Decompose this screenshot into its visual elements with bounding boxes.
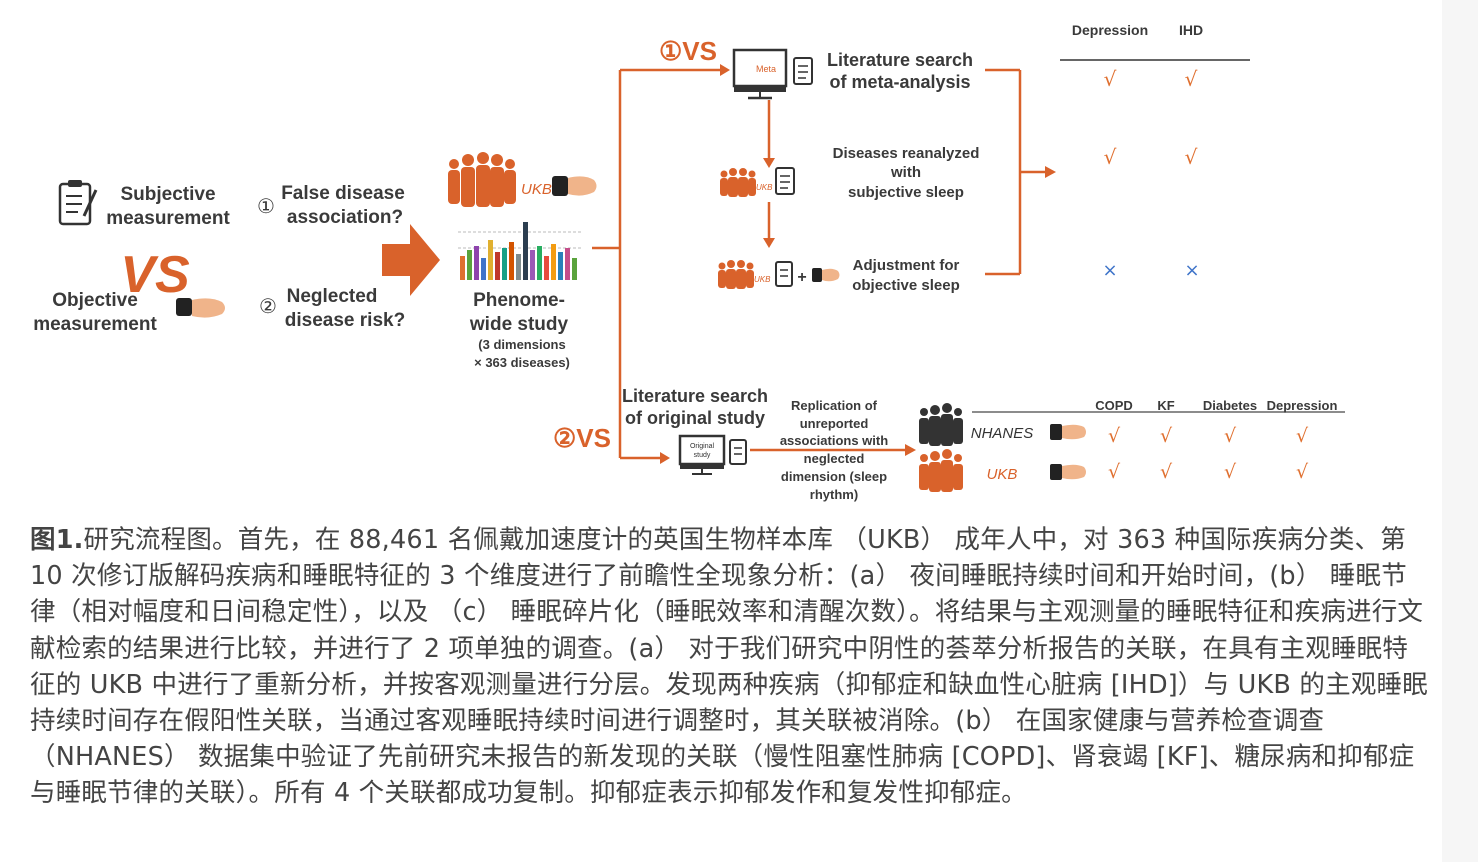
t2-header-copd: COPD <box>1095 398 1133 413</box>
study-flow-diagram: Subjective measurement VS Objective meas… <box>33 22 1345 502</box>
scrollbar-track[interactable] <box>1442 0 1478 862</box>
replication-5: dimension (sleep <box>781 469 887 484</box>
figure-caption: 图1.研究流程图。首先，在 88,461 名佩戴加速度计的英国生物样本库 （UK… <box>30 522 1430 812</box>
q1-text-2: association? <box>287 207 403 228</box>
computer-icon <box>678 434 726 475</box>
t2-header-diabetes: Diabetes <box>1203 398 1257 413</box>
objective-label-1: Objective <box>52 290 138 311</box>
clipboard-icon <box>58 180 98 226</box>
wristwatch-icon <box>812 268 840 282</box>
wristwatch-icon <box>176 298 225 318</box>
phenome-sub-1: (3 dimensions <box>478 337 565 352</box>
t1-header-ihd: IHD <box>1179 22 1203 38</box>
caption-label: 图1. <box>30 525 84 555</box>
replication-3: associations with <box>780 433 888 448</box>
branch1-lit-1: Literature search <box>827 50 973 70</box>
q1-number: ① <box>257 196 275 218</box>
phenome-title-1: Phenome- <box>473 290 565 311</box>
replication-2: unreported <box>800 416 869 431</box>
t1-cell: √ <box>1185 145 1198 169</box>
computer-icon <box>732 48 788 100</box>
t2-cell: √ <box>1296 425 1309 447</box>
t2-cell: √ <box>1296 461 1309 483</box>
replication-4: neglected <box>804 451 865 466</box>
clipboard-icon <box>775 261 793 287</box>
orig-tag-1: Original <box>690 443 715 450</box>
phenome-sub-2: × 363 diseases) <box>474 355 570 370</box>
replication-6: rhythm) <box>810 487 858 502</box>
manhattan-plot-icon <box>458 222 582 280</box>
branch1-marker: ①VS <box>659 36 717 66</box>
clipboard-icon <box>793 57 813 85</box>
reanalyzed-1: Diseases reanalyzed <box>833 145 980 162</box>
phenome-title-2: wide study <box>469 314 569 335</box>
t1-cell: √ <box>1185 67 1198 91</box>
subjective-label-1: Subjective <box>120 184 215 205</box>
people-group-icon <box>919 403 963 446</box>
people-group-icon <box>720 168 756 197</box>
branch-connectors <box>592 68 720 460</box>
branch2-lit-2: of original study <box>625 408 765 428</box>
q2-number: ② <box>259 296 277 318</box>
branch2-lit-1: Literature search <box>622 386 768 406</box>
q2-text-1: Neglected <box>287 286 378 307</box>
caption-text: 研究流程图。首先，在 88,461 名佩戴加速度计的英国生物样本库 （UKB） … <box>30 525 1428 809</box>
t2-cell: √ <box>1160 425 1173 447</box>
t2-cell: √ <box>1224 425 1237 447</box>
wristwatch-icon <box>552 176 597 196</box>
subjective-label-2: measurement <box>106 208 230 229</box>
people-group-icon <box>448 152 516 207</box>
adjust-1: Adjustment for <box>853 257 960 274</box>
t1-cell: √ <box>1104 145 1117 169</box>
reanalyzed-3: subjective sleep <box>848 184 964 201</box>
t1-cell: × <box>1102 260 1117 281</box>
plus-sign: + <box>797 269 806 286</box>
t2-cell: √ <box>1160 461 1173 483</box>
t2-cell: √ <box>1108 425 1121 447</box>
ukb-small-label: UKB <box>756 183 773 192</box>
q2-text-2: disease risk? <box>285 310 405 331</box>
t2-cell: √ <box>1108 461 1121 483</box>
ukb-label: UKB <box>521 181 552 198</box>
t2-header-depression: Depression <box>1267 398 1338 413</box>
people-group-icon <box>919 449 963 492</box>
orig-tag-2: study <box>694 452 711 459</box>
clipboard-icon <box>729 439 747 465</box>
t1-cell: × <box>1184 260 1199 281</box>
t2-row-name-ukb: UKB <box>987 466 1018 483</box>
t2-row-name-nhanes: NHANES <box>971 425 1034 442</box>
adjust-2: objective sleep <box>852 277 960 294</box>
wristwatch-icon <box>1050 464 1086 480</box>
branch2-marker: ②VS <box>553 423 611 453</box>
replication-1: Replication of <box>791 398 878 413</box>
objective-label-2: measurement <box>33 314 157 335</box>
branch1-lit-2: of meta-analysis <box>829 72 970 92</box>
wristwatch-icon <box>1050 424 1086 440</box>
people-group-icon <box>718 260 754 289</box>
t2-header-kf: KF <box>1157 398 1174 413</box>
main-arrow-icon <box>382 224 440 296</box>
t2-cell: √ <box>1224 461 1237 483</box>
meta-tag: Meta <box>756 64 776 74</box>
ukb-small-label: UKB <box>754 275 771 284</box>
q1-text-1: False disease <box>281 183 405 204</box>
reanalyzed-2: with <box>890 164 921 181</box>
t1-cell: √ <box>1104 67 1117 91</box>
branch1-bracket <box>985 68 1045 276</box>
clipboard-icon <box>775 167 795 195</box>
vs-label: VS <box>120 246 190 304</box>
t1-header-depression: Depression <box>1072 22 1148 38</box>
